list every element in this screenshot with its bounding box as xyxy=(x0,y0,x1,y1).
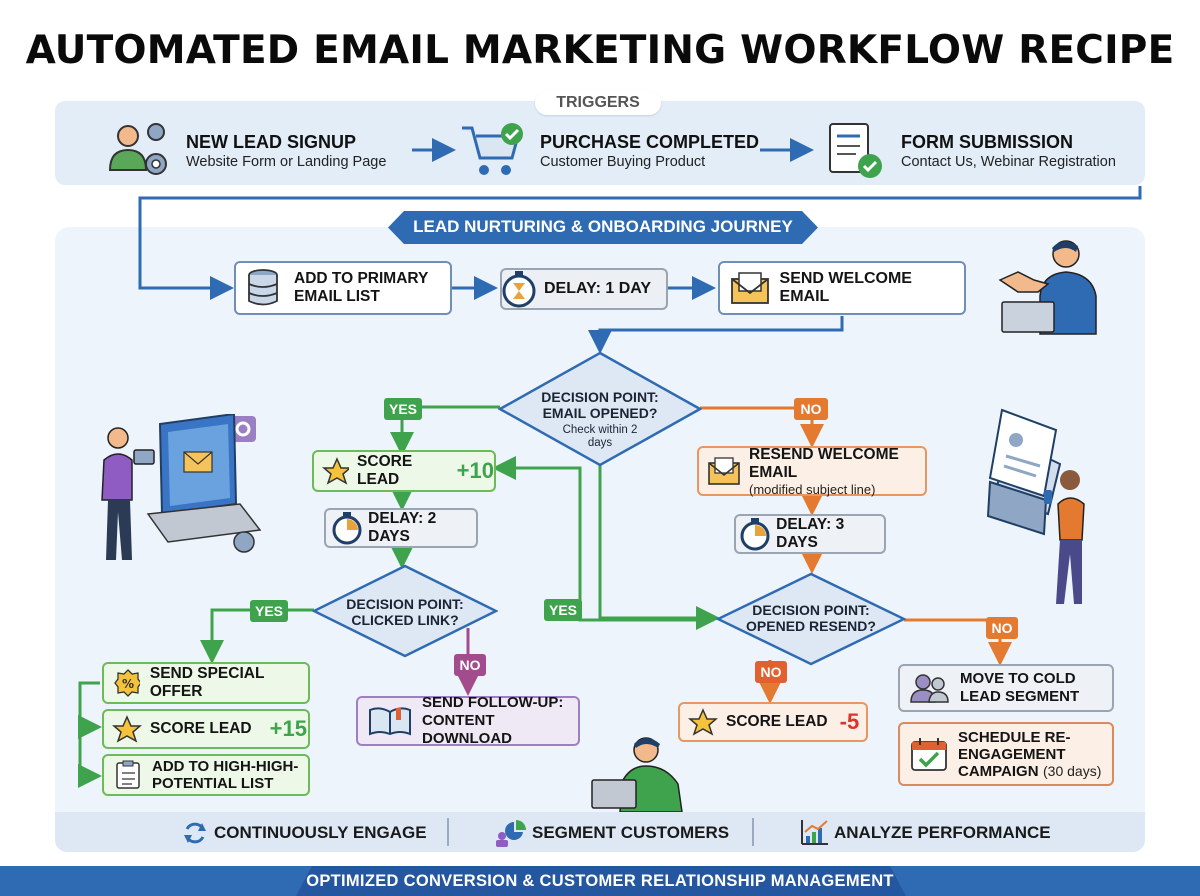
branch-no-label: NO xyxy=(986,617,1018,639)
branch-no-label: NO xyxy=(755,661,787,683)
branch-no-label: NO xyxy=(794,398,828,420)
step-delay-1-label: DELAY: 1 DAY xyxy=(544,280,651,297)
refresh-icon xyxy=(184,822,206,844)
laptop-person-illustration xyxy=(101,414,262,560)
step-delay-2-days: DELAY: 2 DAYS xyxy=(324,508,478,548)
step-delay-1-day: DELAY: 1 DAY xyxy=(500,268,668,310)
follow-up-label: SEND FOLLOW-UP: CONTENT DOWNLOAD xyxy=(422,694,564,747)
calendar-check-icon xyxy=(911,738,947,771)
step-send-welcome: SEND WELCOME EMAIL xyxy=(718,261,966,315)
score-plus-10-label: SCORE LEAD xyxy=(357,453,413,488)
step-reengagement: SCHEDULE RE-ENGAGEMENT CAMPAIGN (30 days… xyxy=(898,722,1114,786)
reengage-note: (30 days) xyxy=(1043,762,1102,779)
book-icon xyxy=(369,707,411,736)
bottom-divider xyxy=(447,818,449,846)
score-minus-5-label: SCORE LEAD xyxy=(726,713,828,730)
decision-opened-resend-shape xyxy=(716,572,906,666)
resend-note: (modified subject line) xyxy=(749,481,876,497)
step-send-welcome-label: SEND WELCOME EMAIL xyxy=(779,270,912,305)
special-offer-label: SEND SPECIAL OFFER xyxy=(149,665,265,700)
trigger-new-lead-subtitle: Website Form or Landing Page xyxy=(186,154,387,170)
handshake-person-illustration xyxy=(998,240,1097,335)
score-plus-15-label: SCORE LEAD xyxy=(150,720,252,737)
decision-email-opened-title: DECISION POINT: EMAIL OPENED? xyxy=(541,389,659,421)
stopwatch-icon xyxy=(740,518,770,551)
envelope-icon xyxy=(731,272,769,304)
step-score-plus-10: SCORE LEAD +10 xyxy=(312,450,496,492)
footer-banner-shape xyxy=(296,866,906,896)
page-title: AUTOMATED EMAIL MARKETING WORKFLOW RECIP… xyxy=(25,28,1175,73)
decision-email-opened-shape xyxy=(498,351,702,467)
person-laptop-illustration xyxy=(591,737,683,812)
reengage-title: SCHEDULE RE-ENGAGEMENT CAMPAIGN xyxy=(958,728,1071,780)
journey-banner: LEAD NURTURING & ONBOARDING JOURNEY xyxy=(413,217,793,236)
step-score-minus-5: SCORE LEAD -5 xyxy=(678,702,868,742)
users-icon xyxy=(910,674,949,703)
step-score-plus-15: SCORE LEAD +15 xyxy=(102,709,310,749)
decision-clicked-link-title: DECISION POINT: CLICKED LINK? xyxy=(346,596,464,628)
discount-badge-icon: % xyxy=(114,669,140,697)
form-check-icon xyxy=(829,123,882,178)
bottom-continuously-engage: CONTINUOUSLY ENGAGE xyxy=(214,823,427,842)
trigger-purchase-title: PURCHASE COMPLETED xyxy=(540,132,760,152)
bottom-analyze-performance: ANALYZE PERFORMANCE xyxy=(834,823,1051,842)
database-icon xyxy=(248,269,278,306)
triggers-label: TRIGGERS xyxy=(535,91,661,115)
score-plus-15-value: +15 xyxy=(269,716,307,741)
footer-text: OPTIMIZED CONVERSION & CUSTOMER RELATION… xyxy=(306,872,894,890)
step-cold-lead: MOVE TO COLD LEAD SEGMENT xyxy=(898,664,1114,712)
envelope-woman-illustration xyxy=(986,408,1085,604)
step-delay-3-days: DELAY: 3 DAYS xyxy=(734,514,886,554)
step-delay-3-label: DELAY: 3 DAYS xyxy=(776,516,845,551)
decision-clicked-link-shape xyxy=(312,564,498,658)
user-gears-icon xyxy=(108,123,167,175)
branch-yes-label: YES xyxy=(250,600,288,622)
step-resend-welcome: RESEND WELCOME EMAIL (modified subject l… xyxy=(697,445,927,497)
step-high-potential-list: ADD TO HIGH-HIGH-POTENTIAL LIST xyxy=(102,754,310,796)
star-icon xyxy=(322,457,350,485)
segment-icon xyxy=(496,820,526,847)
checklist-icon xyxy=(116,760,140,789)
branch-yes-label: YES xyxy=(384,398,422,420)
cart-check-icon xyxy=(462,123,523,175)
high-potential-label: ADD TO HIGH-HIGH-POTENTIAL LIST xyxy=(152,758,299,792)
score-minus-5-value: -5 xyxy=(839,709,860,734)
branch-no-label: NO xyxy=(454,654,486,676)
resend-title: RESEND WELCOME EMAIL xyxy=(749,445,899,481)
step-follow-up: SEND FOLLOW-UP: CONTENT DOWNLOAD xyxy=(356,694,580,747)
stopwatch-icon xyxy=(332,512,362,545)
score-plus-10-value: +10 xyxy=(456,458,494,483)
step-delay-2-label: DELAY: 2 DAYS xyxy=(368,510,437,545)
star-icon xyxy=(112,715,142,743)
step-add-to-list-label: ADD TO PRIMARY EMAIL LIST xyxy=(294,270,429,305)
step-add-to-list: ADD TO PRIMARY EMAIL LIST xyxy=(234,261,452,315)
cold-lead-label: MOVE TO COLD LEAD SEGMENT xyxy=(960,670,1080,705)
decision-email-opened-note: Check within 2 days xyxy=(562,424,638,449)
analytics-icon xyxy=(801,820,828,845)
star-icon xyxy=(688,708,718,736)
step-send-special-offer: % SEND SPECIAL OFFER xyxy=(102,662,310,704)
trigger-new-lead-title: NEW LEAD SIGNUP xyxy=(186,132,357,152)
triggers-panel xyxy=(55,101,1145,185)
branch-yes-label: YES xyxy=(544,599,582,621)
bottom-divider xyxy=(752,818,754,846)
trigger-purchase-subtitle: Customer Buying Product xyxy=(540,154,706,170)
journey-banner-shape xyxy=(388,211,818,244)
decision-opened-resend-title: DECISION POINT: OPENED RESEND? xyxy=(746,602,876,634)
bottom-segment-customers: SEGMENT CUSTOMERS xyxy=(532,823,730,842)
bottom-bar xyxy=(55,812,1145,852)
envelope-icon xyxy=(708,457,740,485)
trigger-form-subtitle: Contact Us, Webinar Registration xyxy=(901,154,1116,170)
svg-text:%: % xyxy=(122,677,134,691)
stopwatch-icon xyxy=(502,271,536,308)
trigger-form-title: FORM SUBMISSION xyxy=(901,132,1074,152)
